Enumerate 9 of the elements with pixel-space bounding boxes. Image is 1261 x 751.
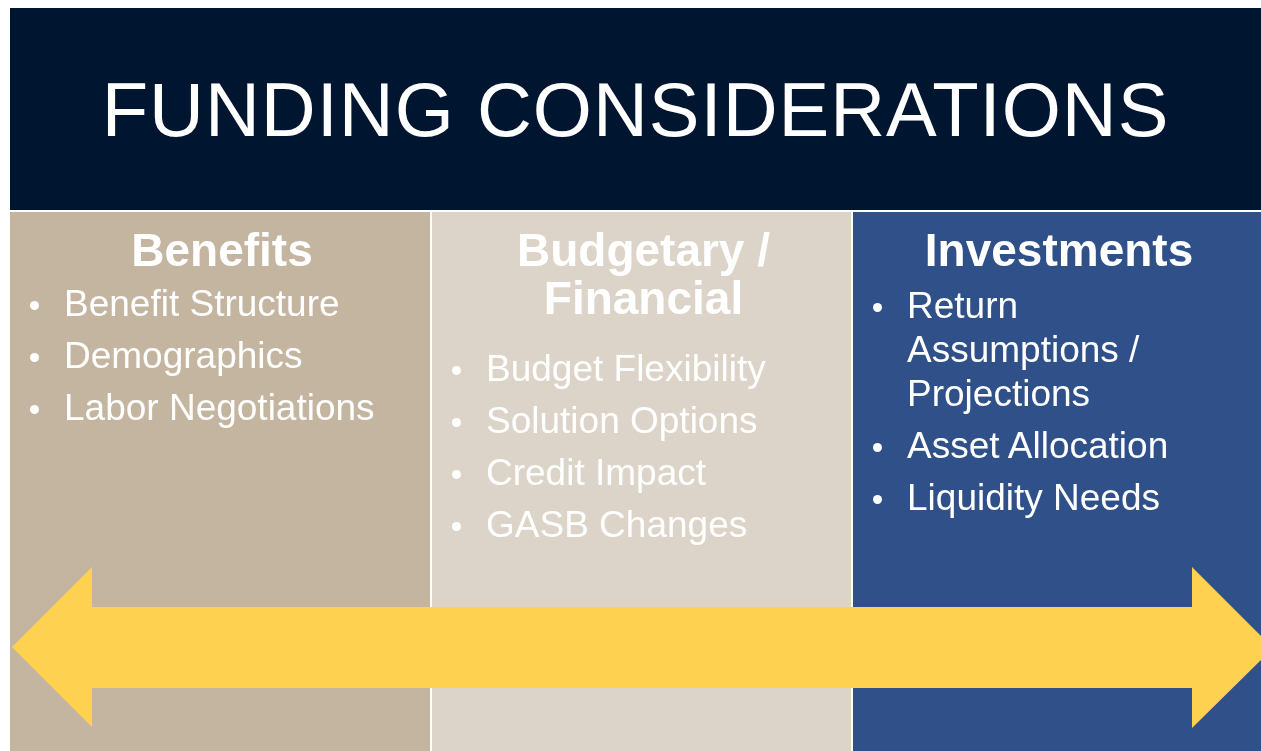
- column-heading: Benefits: [131, 226, 313, 275]
- bullet-item: Demographics: [64, 335, 303, 377]
- bullet-item: Labor Negotiations: [64, 387, 375, 429]
- title: FUNDING CONSIDERATIONS: [101, 65, 1170, 153]
- bullet-item: Liquidity Needs: [907, 477, 1160, 519]
- bullet-item: Benefit Structure: [64, 283, 340, 325]
- bullet-item: Asset Allocation: [907, 425, 1169, 467]
- column-heading: Investments: [924, 226, 1194, 275]
- bullet-item: Return Assumptions / Projections: [907, 285, 1140, 415]
